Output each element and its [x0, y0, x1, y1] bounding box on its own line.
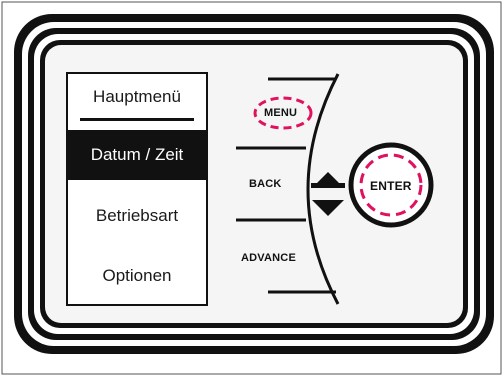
menu-button-label: MENU — [264, 107, 298, 119]
advance-button-label: ADVANCE — [241, 252, 296, 264]
enter-button-label: ENTER — [370, 179, 412, 193]
menu-item-datum-zeit[interactable]: Datum / Zeit — [68, 130, 206, 180]
display-menu: Hauptmenü Datum / Zeit Betriebsart Optio… — [66, 72, 208, 306]
menu-highlight-ring — [253, 96, 313, 130]
enter-button[interactable] — [351, 145, 431, 225]
arrow-divider — [311, 183, 345, 188]
menu-item-betriebsart[interactable]: Betriebsart — [95, 206, 179, 225]
down-button[interactable] — [308, 196, 348, 218]
back-button[interactable] — [236, 152, 306, 216]
up-button[interactable] — [308, 166, 348, 188]
back-button-label: BACK — [249, 178, 282, 190]
enter-button-ring — [348, 142, 434, 228]
advance-button[interactable] — [236, 224, 316, 288]
enter-highlight-ring — [359, 153, 423, 217]
button-arc — [306, 73, 340, 305]
menu-item-optionen[interactable]: Optionen — [102, 266, 172, 285]
menu-title: Hauptmenü — [93, 87, 181, 106]
menu-button[interactable] — [240, 82, 320, 144]
down-arrow-icon — [312, 200, 344, 216]
menu-title-underline — [80, 118, 194, 121]
